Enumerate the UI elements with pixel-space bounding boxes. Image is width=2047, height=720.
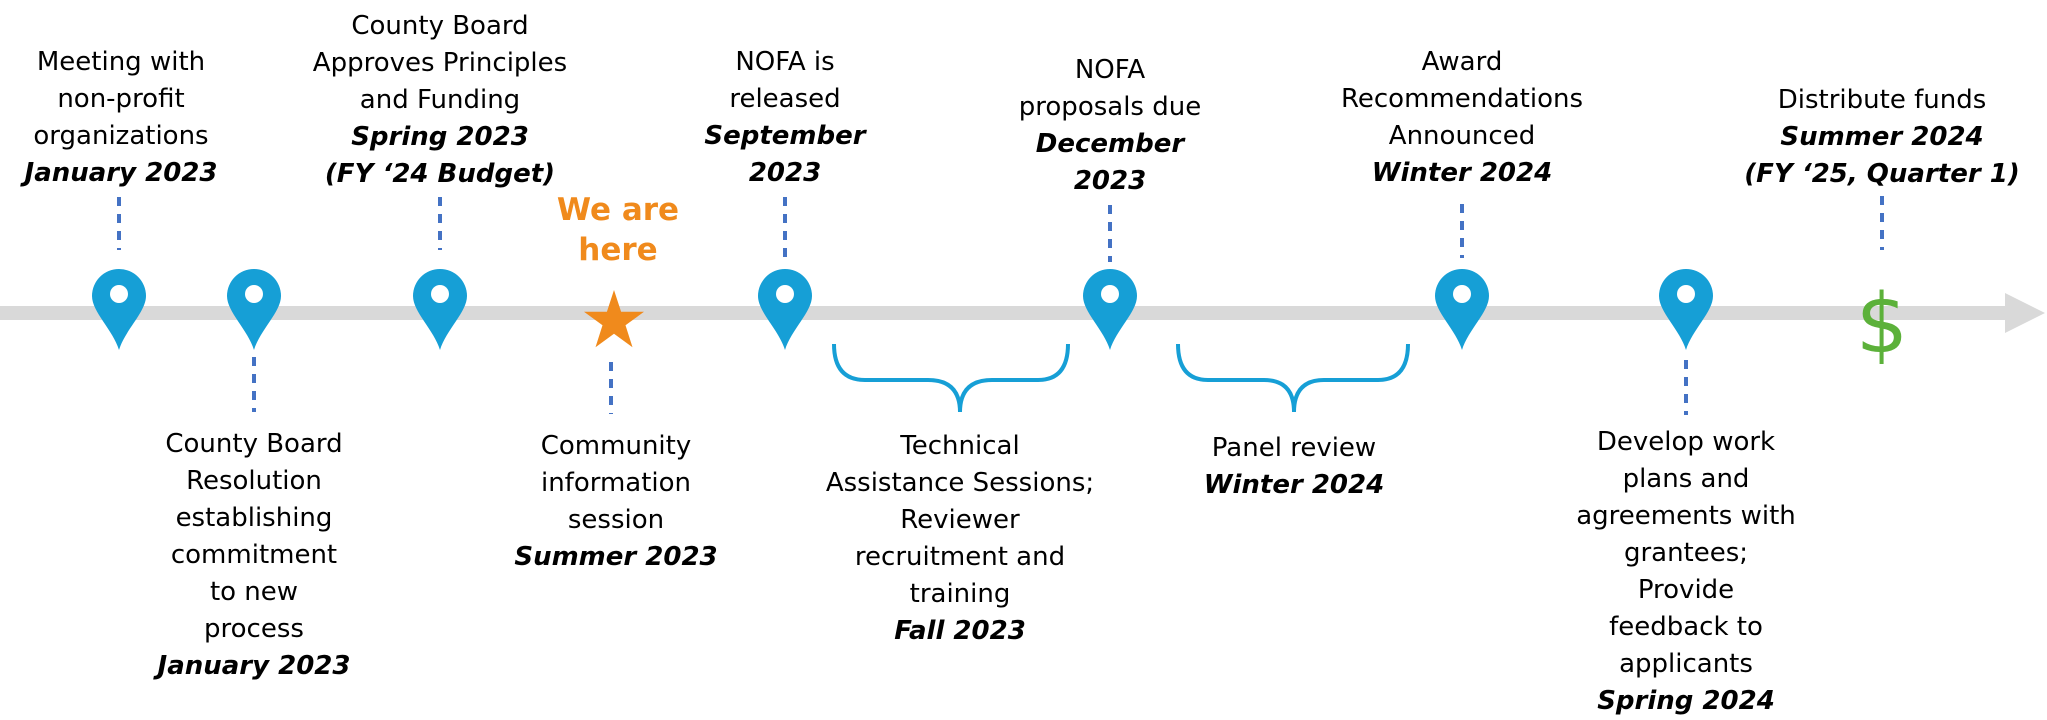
map-pin-icon <box>92 269 146 350</box>
milestone-title-line: plans and <box>1622 464 1750 494</box>
milestone-title-line: Community <box>540 431 692 461</box>
current-position-line: here <box>578 232 658 268</box>
map-pin-icon <box>1083 269 1137 350</box>
connectors-below <box>252 357 1688 415</box>
milestone-title-line: process <box>204 614 304 644</box>
milestone-date: December <box>1035 129 1185 159</box>
milestone-title-line: Approves Principles <box>312 48 568 78</box>
milestone-label: Award Recommendations Announced Winter 2… <box>1317 44 1607 192</box>
period-title-line: training <box>909 579 1011 609</box>
map-pin-icon <box>1659 269 1713 350</box>
milestone-title-line: proposals due <box>1018 92 1202 122</box>
timeline-axis <box>0 306 2010 320</box>
milestone-title-line: Recommendations <box>1340 84 1583 114</box>
milestone-label: NOFA proposals due December 2023 <box>980 52 1240 200</box>
dollar-icon: $ <box>1856 277 1908 372</box>
period-title-line: Panel review <box>1211 433 1377 463</box>
milestone-title-line: information <box>540 468 692 498</box>
milestone-title-line: feedback to <box>1609 612 1763 642</box>
pins-above <box>92 269 1489 350</box>
milestone-date: Summer 2023 <box>514 542 718 572</box>
period-title-line: Technical <box>900 431 1020 461</box>
milestone-date: (FY ‘24 Budget) <box>324 159 556 189</box>
milestone-label: Distribute funds Summer 2024 (FY ‘25, Qu… <box>1727 82 2037 193</box>
period-title-line: Assistance Sessions; <box>825 468 1095 498</box>
milestone-date: Spring 2023 <box>351 122 529 152</box>
pins-below <box>227 269 1713 350</box>
milestone-title-line: agreements with <box>1576 501 1796 531</box>
milestone-title-line: County Board <box>165 429 343 459</box>
milestone-title-line: Announced <box>1388 121 1536 151</box>
milestone-title-line: non-profit <box>57 84 185 114</box>
milestone-title-line: applicants <box>1619 649 1753 679</box>
brace-panel-review <box>1176 343 1410 413</box>
milestone-title-line: County Board <box>351 11 529 41</box>
milestone-title-line: to new <box>209 577 299 607</box>
milestone-title-line: Resolution <box>186 466 322 496</box>
milestone-label: County Board Approves Principles and Fun… <box>275 8 605 193</box>
period-title-line: Reviewer <box>900 505 1020 535</box>
connectors-above <box>117 196 1884 262</box>
milestone-title-line: NOFA is <box>735 47 835 77</box>
milestone-title-line: session <box>567 505 665 535</box>
milestone-title-line: and Funding <box>359 85 521 115</box>
map-pin-icon <box>1435 269 1489 350</box>
milestone-label: County Board Resolution establishing com… <box>134 426 374 685</box>
milestone-title-line: NOFA <box>1074 55 1146 85</box>
current-position-line: We are <box>556 192 680 228</box>
milestone-title-line: Provide <box>1637 575 1735 605</box>
milestone-date: September <box>704 121 866 151</box>
period-label: Technical Assistance Sessions; Reviewer … <box>795 428 1125 650</box>
milestone-date: Spring 2024 <box>1597 686 1775 716</box>
milestone-date: (FY ‘25, Quarter 1) <box>1744 159 2020 189</box>
milestone-date: 2023 <box>748 158 822 188</box>
milestone-label: Meeting with non-profit organizations Ja… <box>16 44 226 192</box>
period-label: Panel review Winter 2024 <box>1174 430 1414 504</box>
period-date: Winter 2024 <box>1203 470 1385 500</box>
map-pin-icon <box>227 269 281 350</box>
milestone-title-line: grantees; <box>1623 538 1749 568</box>
period-title-line: recruitment and <box>854 542 1066 572</box>
milestone-label: Community information session Summer 202… <box>506 428 726 576</box>
milestone-date: Winter 2024 <box>1371 158 1553 188</box>
milestone-title-line: released <box>729 84 841 114</box>
milestone-title-line: Develop work <box>1596 427 1776 457</box>
map-pin-icon <box>413 269 467 350</box>
milestone-label: Develop work plans and agreements with g… <box>1546 424 1826 720</box>
milestone-title-line: Meeting with <box>36 47 206 77</box>
milestone-date: Summer 2024 <box>1780 122 1984 152</box>
map-pin-icon <box>758 269 812 350</box>
milestone-date: January 2023 <box>24 158 218 188</box>
brace-technical-assistance <box>832 343 1070 413</box>
milestone-title-line: establishing <box>175 503 333 533</box>
period-date: Fall 2023 <box>894 616 1026 646</box>
milestone-title-line: Award <box>1421 47 1503 77</box>
milestone-label: NOFA is released September 2023 <box>665 44 905 192</box>
milestone-title-line: organizations <box>33 121 209 151</box>
axis-arrowhead <box>2005 293 2045 333</box>
milestone-title-line: commitment <box>170 540 338 570</box>
milestone-date: January 2023 <box>157 651 351 681</box>
milestone-title-line: Distribute funds <box>1777 85 1987 115</box>
milestone-date: 2023 <box>1073 166 1147 196</box>
star-icon <box>584 290 644 348</box>
